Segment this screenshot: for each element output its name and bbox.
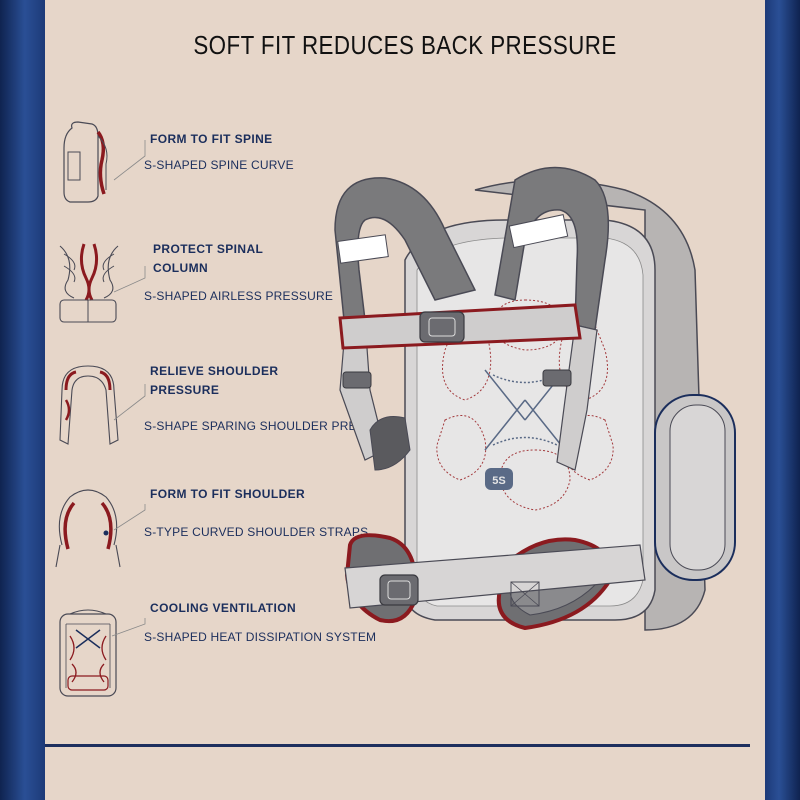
- leader-line: [113, 384, 146, 421]
- chest-buckle: [419, 311, 465, 343]
- leader-line: [113, 140, 146, 181]
- shoulder-pad-icon: [59, 365, 119, 445]
- leader-line: [113, 266, 146, 293]
- feature-title: FORM TO FIT SHOULDER: [150, 487, 306, 501]
- feature-desc: S-SHAPED SPINE CURVE: [144, 158, 294, 172]
- bottom-divider: [45, 744, 750, 747]
- feature-desc: S-TYPE CURVED SHOULDER STRAPS: [144, 525, 369, 539]
- backpack-illustration: 5S: [334, 166, 736, 631]
- page-title: SOFT FIT REDUCES BACK PRESSURE: [193, 30, 617, 60]
- ventilation-back-icon: [59, 609, 117, 697]
- brand-logo: [485, 468, 513, 490]
- feature-title: COOLING VENTILATION: [150, 601, 297, 615]
- spine-cushion-icon: [59, 243, 119, 323]
- feature-title: RELIEVE SHOULDER PRESSURE: [150, 364, 279, 397]
- feature-title: FORM TO FIT SPINE: [150, 132, 273, 146]
- feature-desc: S-SHAPED AIRLESS PRESSURE: [144, 289, 334, 303]
- waist-belt: [344, 544, 646, 609]
- leader-line: [113, 504, 146, 531]
- right-frame: [765, 0, 800, 800]
- left-frame: [0, 0, 45, 800]
- brand-logo-text: 5S: [492, 475, 505, 487]
- waist-buckle: [379, 574, 419, 606]
- feature-title: PROTECT SPINAL COLUMN: [153, 242, 264, 275]
- feature-desc: S-SHAPE SPARING SHOULDER PRESSURE: [144, 419, 400, 433]
- leader-line: [111, 618, 146, 637]
- backpack-side-icon: [63, 121, 108, 203]
- x-emblem-icon: [484, 369, 566, 451]
- shoulder-strap-icon: [55, 489, 121, 568]
- left-shoulder-strap: [334, 177, 477, 332]
- feature-desc: S-SHAPED HEAT DISSIPATION SYSTEM: [144, 630, 377, 644]
